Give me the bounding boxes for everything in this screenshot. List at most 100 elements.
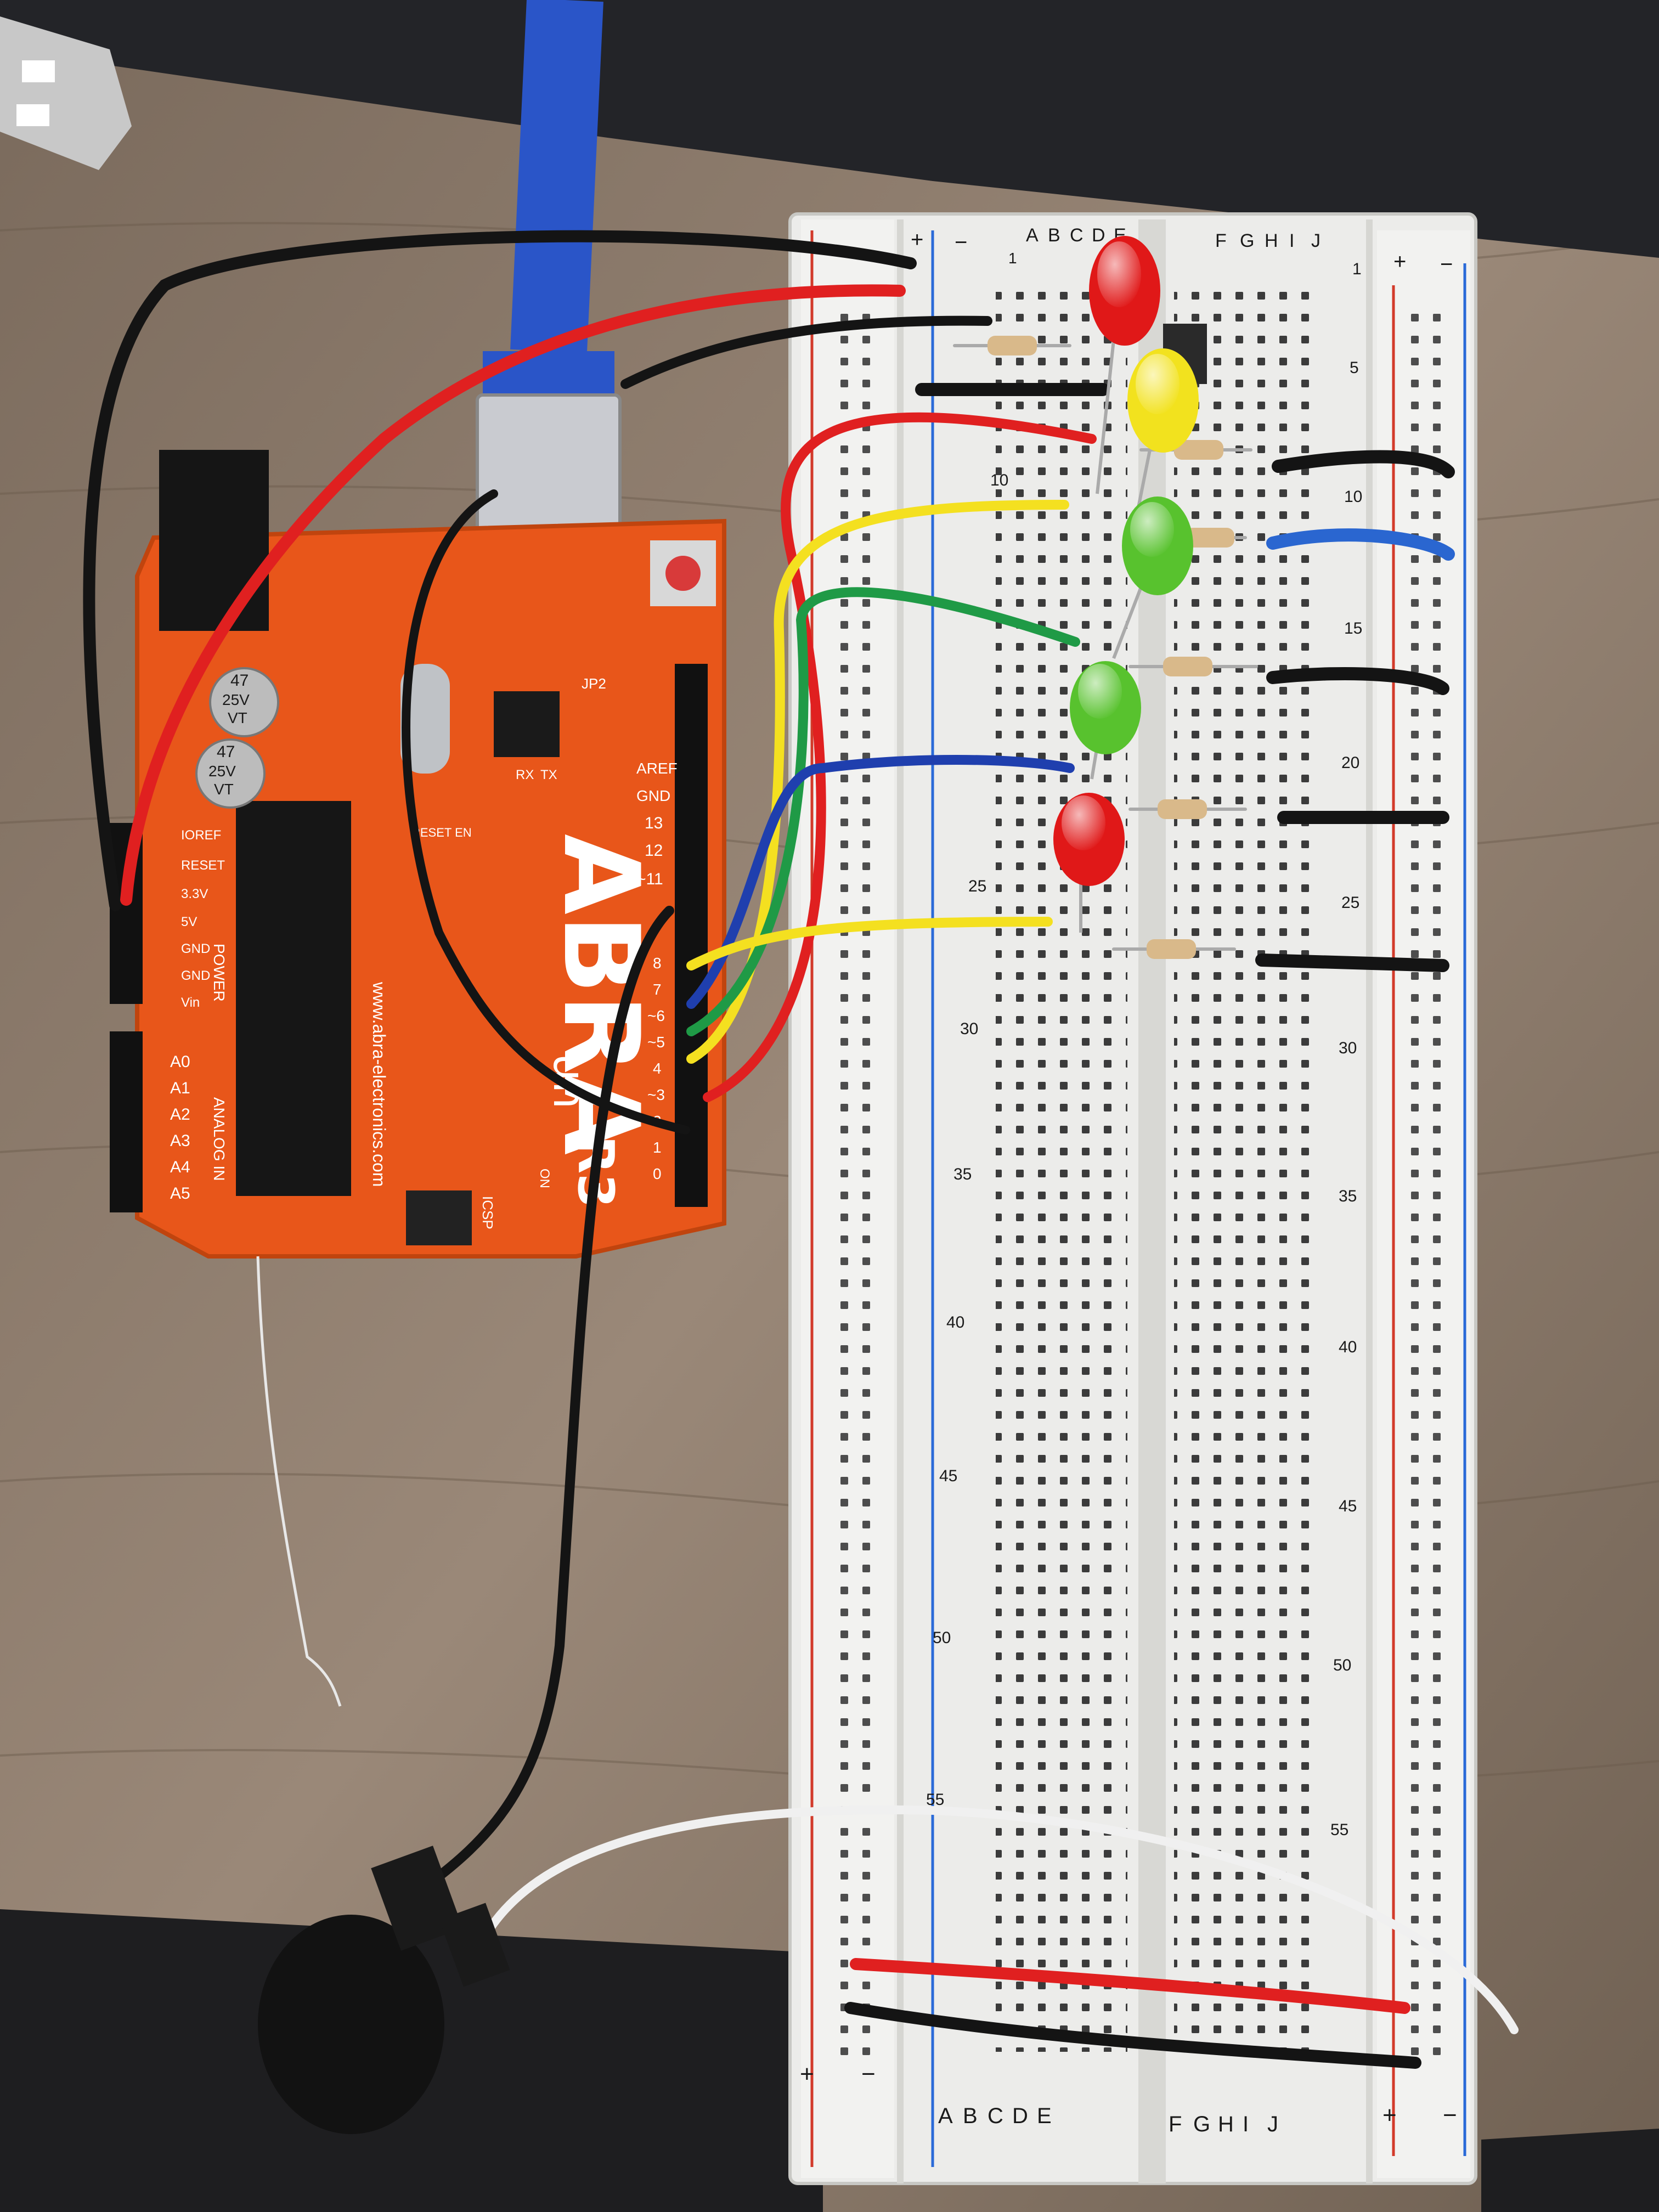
pin-gnd-2: GND xyxy=(181,968,210,983)
rail-minus-bottom-right: − xyxy=(1443,2102,1457,2129)
analog-label: ANALOG IN xyxy=(211,1097,228,1181)
row-number-left-40: 40 xyxy=(946,1313,964,1331)
analog-header xyxy=(110,1031,143,1212)
resistors xyxy=(953,336,1258,959)
on-label: ON xyxy=(537,1169,552,1188)
icsp-header xyxy=(406,1190,472,1245)
pin-6: ~6 xyxy=(647,1007,665,1024)
pin-a5: A5 xyxy=(170,1184,190,1203)
row-number-right-50: 50 xyxy=(1333,1656,1351,1674)
pin-ioref: IOREF xyxy=(181,828,221,843)
resistor-5 xyxy=(1128,799,1247,819)
col-letter-j-top: J xyxy=(1311,230,1321,251)
row-number-left-10: 10 xyxy=(990,471,1008,489)
pin-3: ~3 xyxy=(647,1086,665,1103)
row-number-right-45: 45 xyxy=(1339,1497,1357,1515)
col-letter-h-bottom: H xyxy=(1218,2112,1234,2136)
row-number-right-20: 20 xyxy=(1341,754,1359,772)
wire-black-right-rail-4 xyxy=(1255,953,1449,972)
rail-plus-bottom-left: + xyxy=(800,2061,814,2087)
col-letter-i-bottom: I xyxy=(1243,2112,1249,2136)
breadboard-labels: + − + − + − + − A B C D E F G H I J A B … xyxy=(800,225,1457,2136)
capacitor-1: 47 25V VT xyxy=(209,667,279,737)
row-number-right-5: 5 xyxy=(1350,359,1359,377)
reset-button-cap xyxy=(665,556,701,591)
wire-yellow-pin3 xyxy=(686,917,1053,970)
row-number-right-40: 40 xyxy=(1339,1338,1357,1356)
wire-black-bottom-bridge xyxy=(844,2002,1421,2069)
resistor-4 xyxy=(1128,657,1258,676)
pin-vin: Vin xyxy=(181,995,200,1010)
jp2-label: JP2 xyxy=(582,675,606,692)
wire-white-buzzer xyxy=(484,1805,1519,2034)
pin-a2: A2 xyxy=(170,1105,190,1124)
col-letter-j-bottom: J xyxy=(1267,2112,1278,2136)
led-green-1 xyxy=(1112,496,1193,659)
resistor-6 xyxy=(1112,939,1236,959)
row-number-left-25: 25 xyxy=(968,877,986,895)
pin-4: 4 xyxy=(653,1060,662,1077)
pin-aref: AREF xyxy=(636,760,678,777)
leds xyxy=(1053,236,1199,933)
pin-13: 13 xyxy=(645,814,663,832)
led-red-1 xyxy=(1089,236,1160,494)
board-website: www.abra-electronics.com xyxy=(369,981,389,1187)
resistor-1 xyxy=(953,336,1071,356)
row-number-left-50: 50 xyxy=(933,1629,951,1647)
white-thread xyxy=(256,1256,342,1707)
usb-chip xyxy=(494,691,560,757)
pin-0: 0 xyxy=(653,1165,662,1182)
digital-header xyxy=(675,664,708,1207)
svg-text:47: 47 xyxy=(217,743,235,761)
rx-label: RX xyxy=(516,768,534,782)
rail-minus-top-right: − xyxy=(1440,252,1453,276)
wire-red-5v xyxy=(120,284,906,906)
svg-text:25V: 25V xyxy=(222,691,250,708)
col-letter-d-bottom: D xyxy=(1012,2104,1028,2128)
col-letter-e-bottom: E xyxy=(1037,2104,1052,2128)
row-number-right-15: 15 xyxy=(1344,619,1362,637)
pin-5: ~5 xyxy=(647,1034,665,1051)
wires xyxy=(83,230,1519,2069)
col-letter-g-bottom: G xyxy=(1193,2112,1210,2136)
pin-a1: A1 xyxy=(170,1079,190,1097)
pin-11: ~11 xyxy=(636,870,663,888)
pin-gnd-digital: GND xyxy=(636,787,670,804)
svg-text:VT: VT xyxy=(214,781,234,798)
col-letter-i-top: I xyxy=(1289,230,1294,251)
pin-gnd-1: GND xyxy=(181,941,210,956)
icsp-label: ICSP xyxy=(479,1196,496,1229)
row-number-right-1: 1 xyxy=(1352,260,1362,278)
row-number-right-25: 25 xyxy=(1341,894,1359,912)
wire-green-pin6 xyxy=(686,587,1080,1036)
row-number-right-30: 30 xyxy=(1339,1039,1357,1057)
wire-black-gnd-board xyxy=(402,489,690,1135)
svg-text:VT: VT xyxy=(228,709,247,726)
rail-plus-top-left: + xyxy=(911,228,923,252)
led-yellow xyxy=(1127,348,1199,549)
pin-7: 7 xyxy=(653,981,662,998)
row-number-right-35: 35 xyxy=(1339,1187,1357,1205)
wire-blue-pin7 xyxy=(686,755,1075,1009)
col-letter-g-top: G xyxy=(1240,230,1254,251)
row-number-left-45: 45 xyxy=(939,1467,957,1485)
reset-en-label: RESET EN xyxy=(411,826,472,839)
capacitor-2: 47 25V VT xyxy=(195,738,266,809)
row-number-left-1: 1 xyxy=(1008,250,1017,267)
pin-3v3: 3.3V xyxy=(181,887,208,901)
rail-plus-top-right: + xyxy=(1393,250,1406,274)
col-letter-a-bottom: A xyxy=(938,2104,953,2128)
buzzer xyxy=(258,1846,510,2134)
pin-12: 12 xyxy=(645,842,663,860)
barrel-jack xyxy=(159,450,269,631)
pin-a0: A0 xyxy=(170,1053,190,1071)
pin-8: 8 xyxy=(653,955,662,972)
pin-reset: RESET xyxy=(181,858,225,873)
rail-minus-top-left: − xyxy=(955,230,967,255)
pin-a3: A3 xyxy=(170,1132,190,1150)
row-number-left-55: 55 xyxy=(926,1791,944,1809)
col-letter-a-top: A xyxy=(1026,225,1039,246)
pin-1: 1 xyxy=(653,1139,662,1156)
atmega-chip xyxy=(236,801,351,1196)
